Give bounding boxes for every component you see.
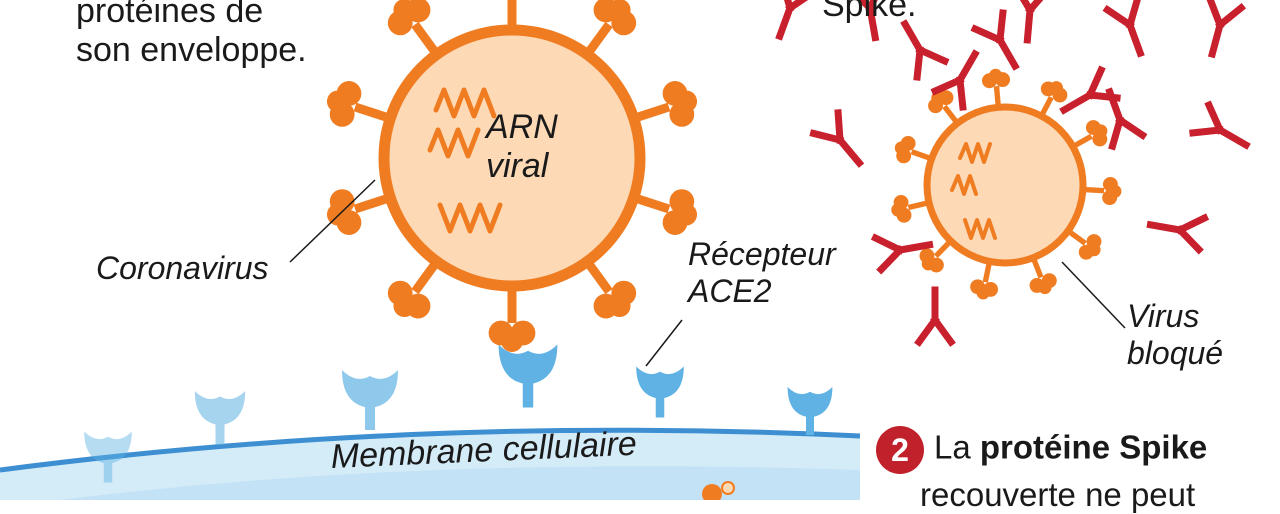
ace2-receptor (636, 366, 684, 418)
spike-protein (981, 68, 1011, 106)
arn-label-line-2: viral (486, 147, 549, 186)
antibody (970, 9, 1020, 71)
spike-protein (637, 81, 698, 127)
arn-viral-label: ARN viral (486, 108, 558, 186)
intro-line-2: son enveloppe. (76, 31, 307, 69)
intro-line-1: protéines de (76, 0, 264, 30)
antibody (1146, 213, 1210, 255)
virus-fragment-small (721, 481, 735, 495)
antibody (1205, 0, 1247, 59)
cell-membrane (0, 427, 861, 500)
coronavirus-leader-line (289, 179, 376, 263)
spike-protein (928, 90, 959, 124)
step-2-prefix: La (934, 428, 971, 466)
antibody (1102, 0, 1145, 58)
spike-protein (970, 262, 999, 300)
antibody (870, 233, 934, 275)
spike-protein (1084, 176, 1122, 206)
antibody (1189, 100, 1251, 150)
spike-protein (1068, 229, 1102, 260)
spike-protein (507, 0, 517, 25)
antibody (775, 0, 818, 41)
spike-protein (637, 189, 698, 235)
ace2-receptor (787, 387, 833, 435)
spike-protein (919, 240, 952, 273)
ace2-receptor (498, 344, 558, 408)
spike-protein (894, 135, 931, 164)
antibody (1059, 65, 1121, 115)
recepteur-ace2-label: Récepteur ACE2 (688, 236, 836, 310)
antibody (1011, 0, 1053, 44)
diagram-canvas (0, 0, 1251, 500)
coronavirus-label: Coronavirus (96, 250, 269, 286)
step-2-bold: protéine Spike (979, 428, 1208, 466)
spike-protein (387, 262, 438, 319)
spike-protein (488, 291, 536, 352)
antibodies (775, 0, 1251, 347)
antibody (900, 19, 950, 81)
spike-protein (326, 189, 387, 235)
virus-bloque-leader-line (1061, 261, 1126, 329)
spike-caption: Spike. (822, 0, 917, 24)
step-2-heading: 2 La protéine Spike (876, 426, 1207, 474)
arn-label-line-1: ARN (486, 108, 558, 146)
virus-bloque-label: Virus bloqué (1127, 298, 1223, 372)
ace2-receptors (84, 344, 833, 483)
leader-lines (289, 179, 1126, 367)
virus-blocked (891, 68, 1122, 300)
antibody (809, 109, 865, 168)
ace2-receptor (194, 391, 246, 445)
coronavirus-large (326, 0, 698, 352)
antibody (930, 49, 980, 111)
step-number-badge: 2 (876, 426, 924, 474)
spike-protein (891, 194, 928, 223)
step-2-line-2: recouverte ne peut (920, 476, 1196, 513)
spike-protein (1039, 81, 1068, 116)
recepteur-leader-line (645, 319, 683, 367)
spike-protein (586, 0, 637, 54)
arn-viral-strand-small (950, 142, 997, 240)
virus-label-line-1: Virus (1127, 298, 1200, 334)
arn-viral-strand-large (427, 87, 503, 234)
recepteur-label-line-1: Récepteur (688, 236, 836, 272)
virus-label-line-2: bloqué (1127, 334, 1224, 371)
antibody (914, 286, 956, 347)
virus-fragment (702, 484, 722, 500)
antibody (845, 0, 887, 42)
recepteur-label-line-2: ACE2 (688, 272, 772, 309)
intro-text: protéines de son enveloppe. (76, 0, 307, 70)
spike-protein (326, 81, 387, 127)
spike-protein (1073, 120, 1108, 149)
spike-protein (586, 262, 637, 319)
ace2-receptor (84, 431, 132, 483)
ace2-receptor (342, 370, 398, 430)
spike-protein (1029, 258, 1057, 295)
spike-protein (387, 0, 438, 54)
